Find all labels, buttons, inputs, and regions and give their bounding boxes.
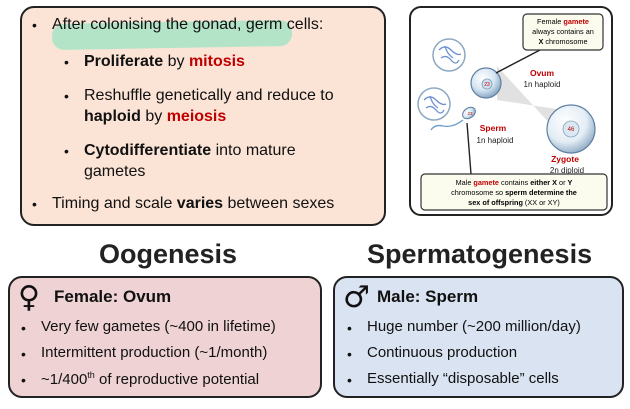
spermatogenesis-heading: Spermatogenesis (367, 239, 593, 269)
spermatogenesis-item-2: Continuous production (367, 344, 518, 361)
female-callout-pointer (495, 49, 541, 74)
zygote-label: Zygote (551, 154, 579, 164)
oogenesis-item-1: Very few gametes (~400 in lifetime) (41, 318, 276, 335)
item-proliferate: Proliferate by mitosis (84, 53, 245, 70)
spermatogenesis-box-title: Male: Sperm (377, 287, 479, 306)
bullet: • (32, 17, 37, 33)
ovum-number: 23 (484, 82, 490, 88)
oogenesis-heading: Oogenesis (99, 239, 238, 269)
zygote-sublabel: 2n diploid (550, 166, 584, 175)
zygote-number: 46 (568, 127, 575, 133)
bullet: • (21, 346, 26, 362)
male-callout-pointer (466, 122, 472, 175)
male-callout-line2: chromosome so sperm determine the (451, 188, 577, 197)
item-reshuffle-line1: Reshuffle genetically and reduce to (84, 87, 334, 104)
bullet: • (347, 346, 352, 362)
female-callout-line3: X chromosome (538, 37, 587, 46)
oogenesis-panel: ♀ Female: Ovum • Very few gametes (~400 … (8, 276, 322, 398)
spermatogenesis-item-3: Essentially “disposable” cells (367, 370, 559, 387)
male-callout-box (420, 173, 608, 211)
female-symbol-icon: ♀ (18, 280, 40, 315)
sperm-sublabel: 1n haploid (477, 136, 514, 145)
intro-text: After colonising the gonad, germ cells: (52, 16, 324, 33)
germ-cell-summary-panel: • After colonising the gonad, germ cells… (20, 6, 386, 226)
spermatogenesis-panel: ♂ Male: Sperm • Huge number (~200 millio… (333, 276, 624, 398)
female-callout-line2: always contains an (532, 27, 594, 36)
sperm-label: Sperm (480, 123, 507, 133)
bullet: • (64, 54, 69, 70)
timing-text: Timing and scale varies between sexes (52, 195, 335, 212)
item-cytodiff-line1: Cytodifferentiate into mature (84, 142, 296, 159)
female-callout-line1: Female gamete (537, 17, 589, 26)
ovum-nucleus (481, 78, 493, 90)
oogenesis-item-3: ~1/400th of reproductive potential (41, 370, 260, 388)
bullet: • (64, 143, 69, 159)
fertilisation-diagram: 23 23 46 Ovum 1n haploid Sperm 1n haploi… (417, 13, 608, 211)
zygote-nucleus (562, 120, 580, 138)
oogenesis-box-title: Female: Ovum (54, 287, 172, 306)
bullet: • (347, 372, 352, 388)
oogenesis-item-2: Intermittent production (~1/month) (41, 344, 268, 361)
male-callout-line1: Male gamete contains either X or Y (456, 178, 573, 187)
ovum-zoom-cone (497, 66, 563, 138)
bullet: • (21, 320, 26, 336)
bullet: • (347, 320, 352, 336)
ovum-chromosomes (438, 45, 462, 64)
bullet: • (21, 372, 26, 388)
ovum-sublabel: 1n haploid (524, 80, 561, 89)
male-symbol-icon: ♂ (343, 280, 370, 315)
item-cytodiff-line2: gametes (84, 163, 146, 180)
sperm-tail (430, 119, 464, 131)
bullet: • (32, 196, 37, 212)
ovum-label: Ovum (530, 68, 555, 78)
bullet: • (64, 88, 69, 104)
fertilisation-diagram-panel: 23 23 46 Ovum 1n haploid Sperm 1n haploi… (409, 6, 613, 216)
sperm-head (462, 106, 476, 120)
sperm-number: 23 (467, 111, 473, 116)
sperm-chromosomes (423, 95, 447, 114)
item-reshuffle-line2: haploid by meiosis (84, 108, 227, 125)
male-callout-line3: sex of offspring (XX or XY) (468, 198, 560, 207)
spermatogenesis-item-1: Huge number (~200 million/day) (367, 318, 581, 335)
female-callout-box (522, 13, 604, 51)
